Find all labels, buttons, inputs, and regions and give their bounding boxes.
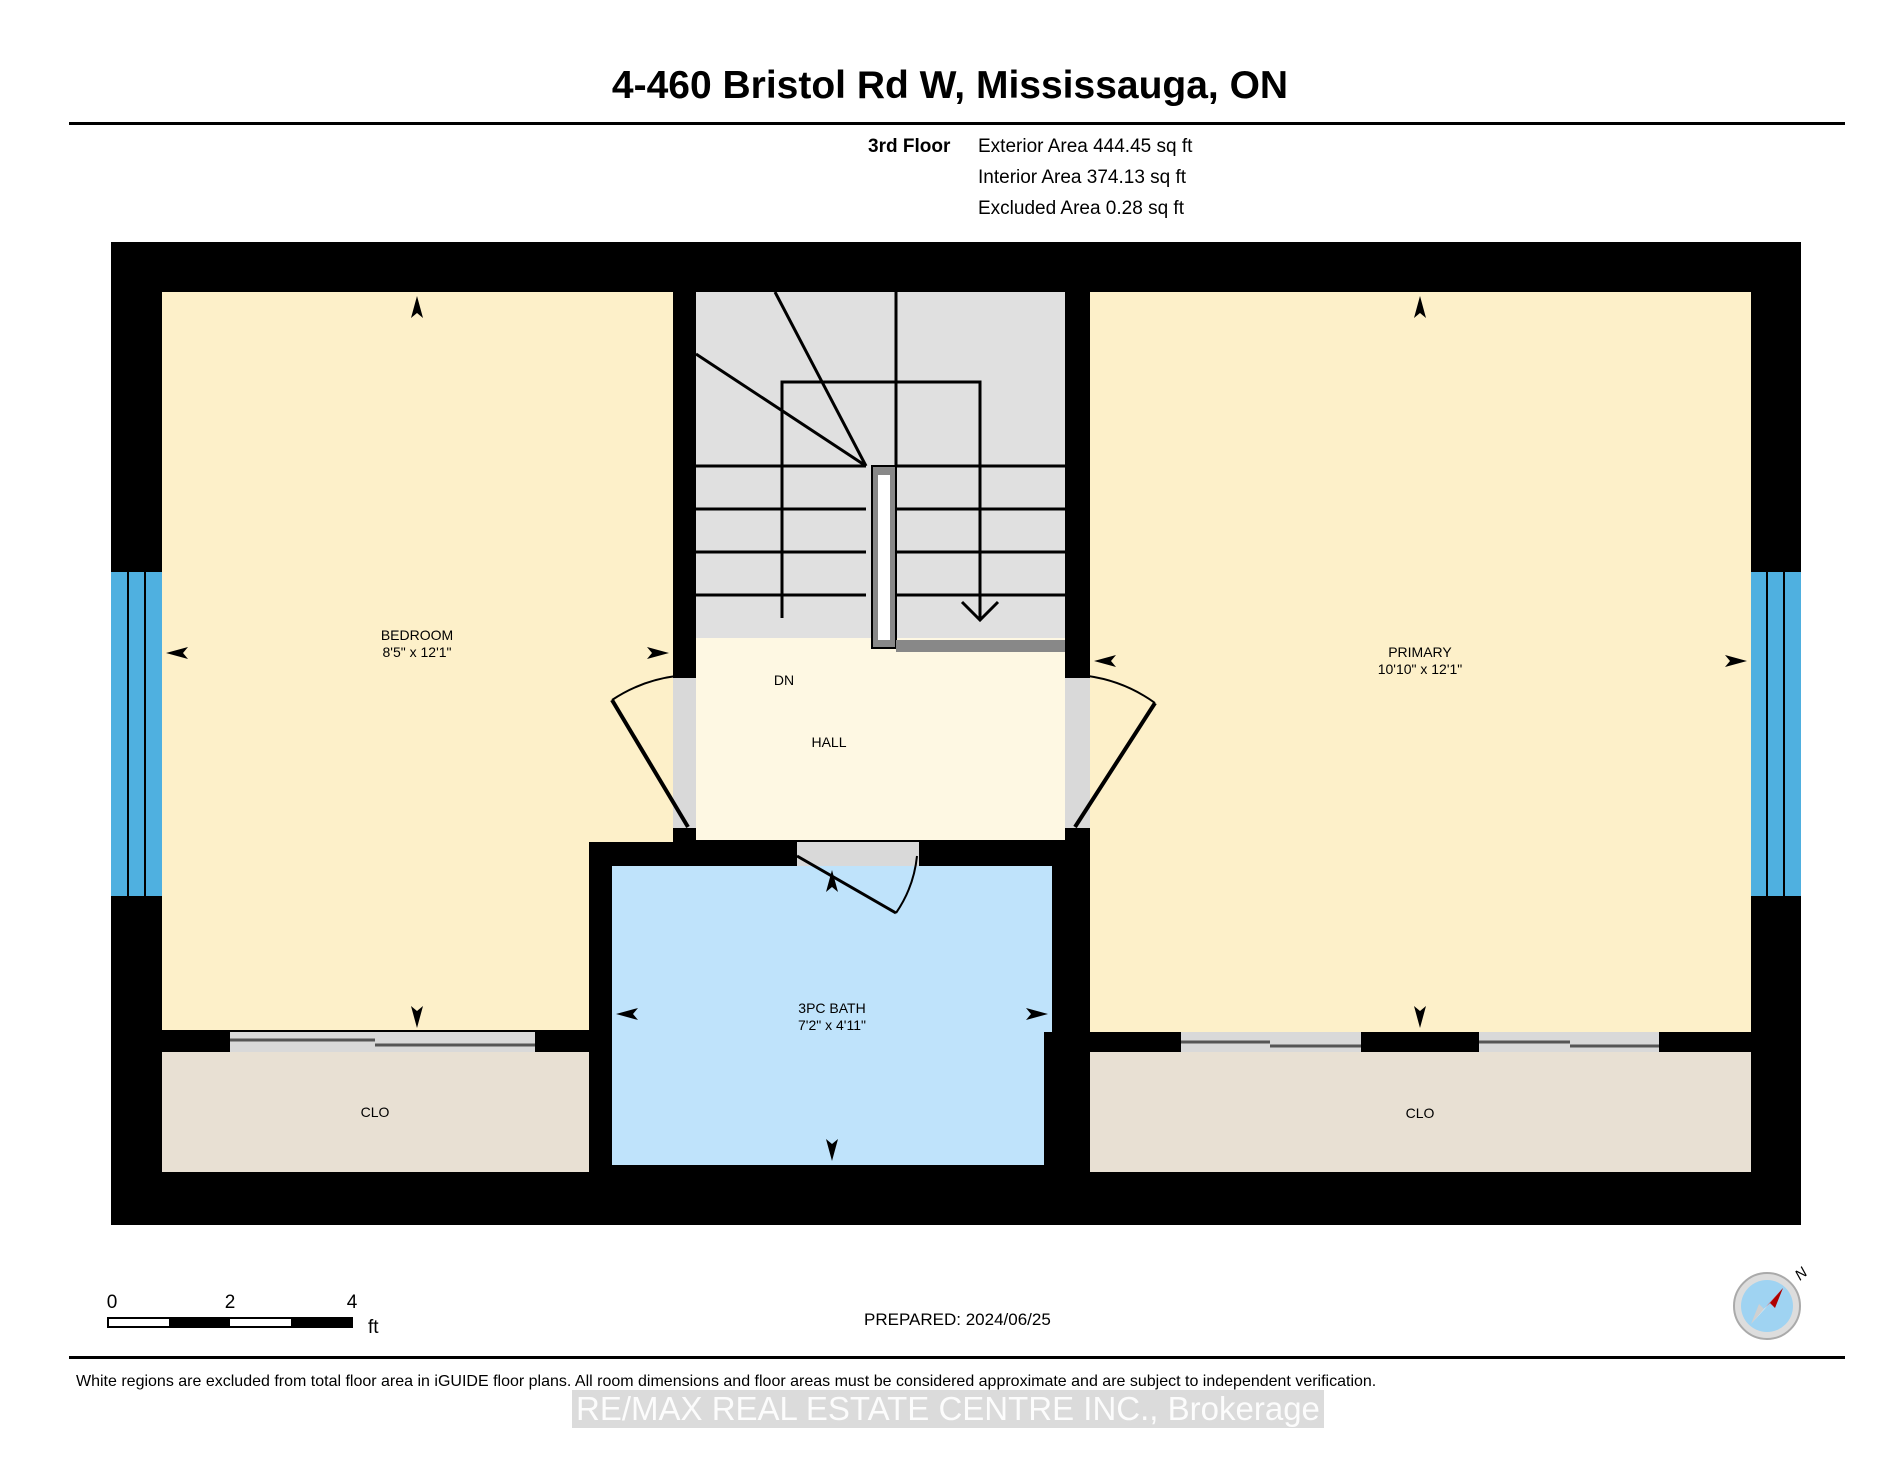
bedroom-door bbox=[610, 675, 696, 829]
prepared-date: PREPARED: 2024/06/25 bbox=[864, 1310, 1051, 1329]
primary-dims: 10'10" x 12'1" bbox=[1378, 661, 1463, 677]
bedroom-room bbox=[162, 292, 673, 1030]
closet-left-room bbox=[162, 1052, 589, 1172]
wall-stair-primary bbox=[1065, 292, 1090, 678]
wall-bath-top-left bbox=[589, 842, 797, 866]
wall-closet-right-b bbox=[1361, 1032, 1479, 1052]
primary-door bbox=[1065, 675, 1157, 829]
interior-area: Interior Area 374.13 sq ft bbox=[978, 167, 1187, 188]
bath-room bbox=[612, 866, 1052, 1165]
scale-tick-0: 0 bbox=[107, 1292, 118, 1313]
wall-closet-right-a bbox=[1090, 1032, 1181, 1052]
bath-dims: 7'2" x 4'11" bbox=[798, 1017, 866, 1033]
hall-label: HALL bbox=[811, 734, 846, 750]
closet-left-label: CLO bbox=[361, 1104, 390, 1120]
wall-bedroom-hall-lower bbox=[673, 828, 696, 842]
wall-bedroom-stair bbox=[673, 292, 696, 678]
wall-primary-hall-lower bbox=[1065, 828, 1090, 842]
disclaimer-text: White regions are excluded from total fl… bbox=[76, 1373, 1377, 1390]
dimension-arrows bbox=[166, 296, 1747, 1161]
scale-unit: ft bbox=[368, 1317, 379, 1338]
scale-bar: 0 2 4 ft bbox=[107, 1292, 380, 1338]
bedroom-dims: 8'5" x 12'1" bbox=[383, 644, 452, 660]
wall-closet-left-b bbox=[535, 1030, 589, 1052]
closet-right-doors bbox=[1181, 1032, 1659, 1052]
compass-icon: N bbox=[1733, 1264, 1811, 1340]
wall-closet-left-a bbox=[162, 1030, 230, 1052]
bath-door bbox=[796, 842, 919, 915]
exterior-area: Exterior Area 444.45 sq ft bbox=[978, 136, 1193, 157]
wall-bath-left bbox=[589, 842, 612, 1175]
footer-divider bbox=[69, 1356, 1845, 1359]
wall-bath-right-lower bbox=[1044, 1032, 1090, 1172]
closet-left-doors bbox=[230, 1032, 535, 1052]
compass-north-label: N bbox=[1792, 1264, 1811, 1284]
floor-label: 3rd Floor bbox=[868, 136, 951, 157]
title-divider bbox=[69, 122, 1845, 125]
wall-bath-right bbox=[1052, 842, 1090, 1032]
scale-tick-4: 4 bbox=[347, 1292, 358, 1313]
wall-closet-right-c bbox=[1659, 1032, 1751, 1052]
stair-rail-bottom bbox=[896, 640, 1065, 652]
hall-room bbox=[696, 638, 1065, 840]
scale-tick-2: 2 bbox=[225, 1292, 236, 1313]
bath-label: 3PC BATH bbox=[798, 1000, 865, 1016]
wall-bath-top-right bbox=[919, 842, 1052, 866]
page-title: 4-460 Bristol Rd W, Mississauga, ON bbox=[611, 64, 1289, 107]
window-right bbox=[1751, 572, 1801, 896]
stairs-down-label: DN bbox=[774, 672, 794, 688]
staircase bbox=[695, 291, 1065, 623]
primary-room bbox=[1090, 292, 1751, 1032]
primary-label: PRIMARY bbox=[1388, 644, 1452, 660]
brokerage-watermark: RE/MAX REAL ESTATE CENTRE INC., Brokerag… bbox=[572, 1390, 1324, 1428]
stair-rail bbox=[878, 475, 890, 640]
excluded-area: Excluded Area 0.28 sq ft bbox=[978, 198, 1184, 219]
bedroom-label: BEDROOM bbox=[381, 627, 453, 643]
closet-right-room bbox=[1090, 1052, 1751, 1172]
window-left bbox=[111, 572, 162, 896]
closet-right-label: CLO bbox=[1406, 1105, 1435, 1121]
